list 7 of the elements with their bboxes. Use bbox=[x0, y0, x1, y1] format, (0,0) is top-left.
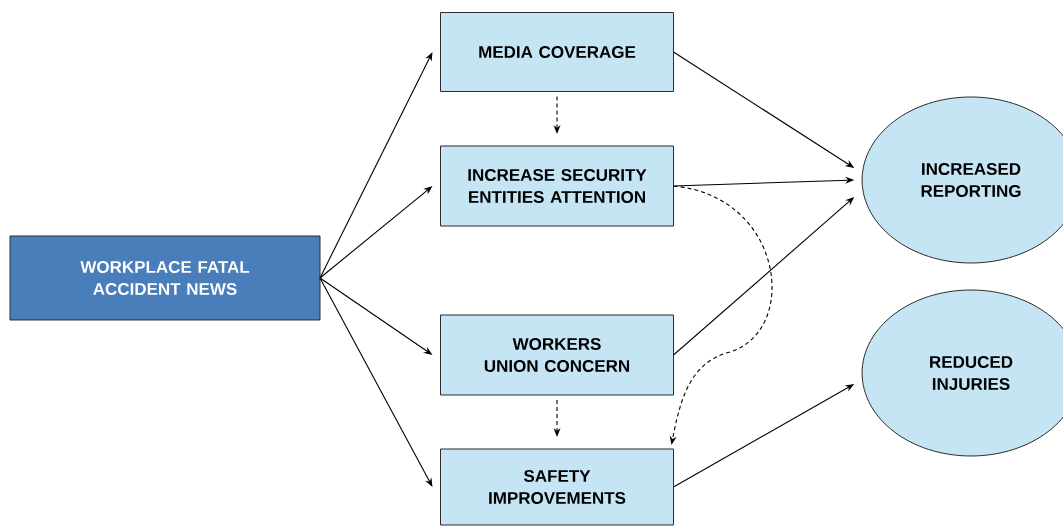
arrow bbox=[319, 277, 433, 487]
process-box: INCREASE SECURITY ENTITIES ATTENTION bbox=[440, 145, 674, 227]
arrow bbox=[319, 52, 433, 279]
process-box: WORKPLACE FATAL ACCIDENT NEWS bbox=[9, 235, 321, 321]
process-box: MEDIA COVERAGE bbox=[440, 12, 674, 92]
process-box: WORKERS UNION CONCERN bbox=[440, 314, 674, 396]
process-box: SAFETY IMPROVEMENTS bbox=[440, 448, 674, 526]
